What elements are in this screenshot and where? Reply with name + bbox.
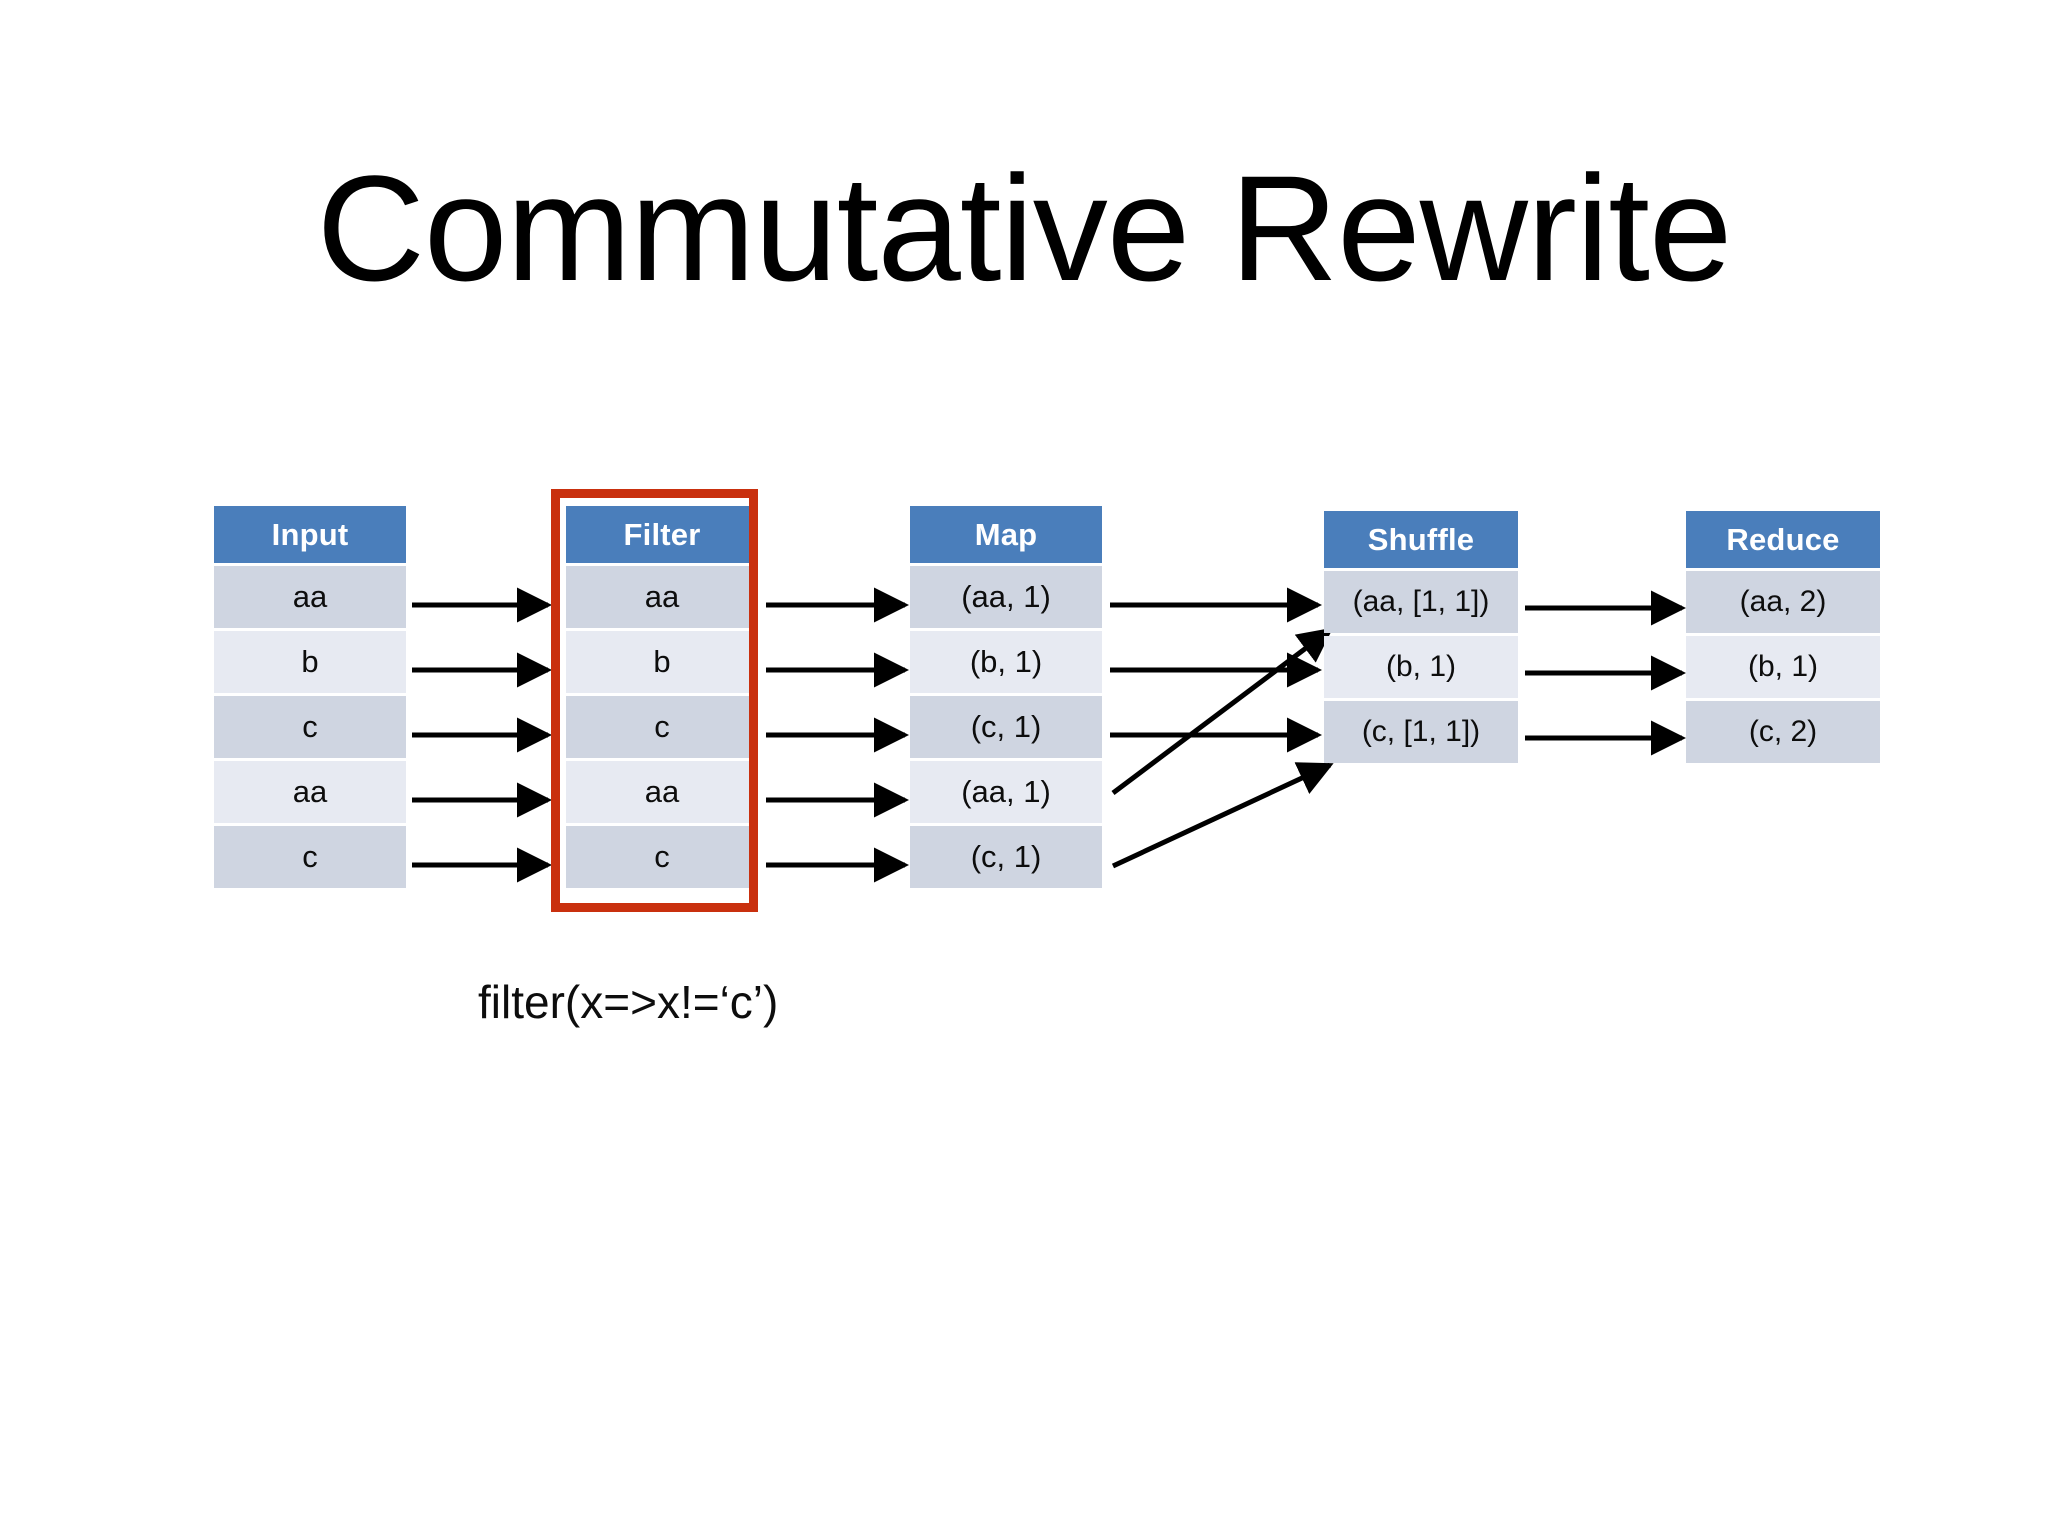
table-row: b (566, 631, 758, 693)
table-row: (aa, 2) (1686, 571, 1880, 633)
stage-table-reduce: Reduce (aa, 2) (b, 1) (c, 2) (1686, 511, 1880, 763)
table-row: aa (214, 761, 406, 823)
arrow-map-to-shuffle-3 (1111, 627, 1334, 795)
table-row: c (214, 696, 406, 758)
table-row: aa (214, 566, 406, 628)
table-row: (b, 1) (1324, 636, 1518, 698)
table-row: (b, 1) (1686, 636, 1880, 698)
table-row: c (214, 826, 406, 888)
stage-table-map: Map (aa, 1) (b, 1) (c, 1) (aa, 1) (c, 1) (910, 506, 1102, 888)
arrow-group-map-to-shuffle (1110, 587, 1334, 869)
table-row: b (214, 631, 406, 693)
stage-header-reduce: Reduce (1686, 511, 1880, 568)
stage-header-input: Input (214, 506, 406, 563)
stage-header-map: Map (910, 506, 1102, 563)
arrow-group-shuffle-to-reduce (1525, 590, 1687, 756)
arrow-group-input-to-filter (412, 587, 553, 883)
table-row: (aa, [1, 1]) (1324, 571, 1518, 633)
stage-table-input: Input aa b c aa c (214, 506, 406, 888)
table-row: (c, [1, 1]) (1324, 701, 1518, 763)
table-row: (c, 1) (910, 696, 1102, 758)
table-row: (b, 1) (910, 631, 1102, 693)
arrow-group-filter-to-map (766, 587, 910, 883)
arrow-map-to-shuffle-4 (1111, 762, 1334, 869)
stage-table-filter: Filter aa b c aa c (566, 506, 758, 888)
table-row: aa (566, 761, 758, 823)
table-row: c (566, 826, 758, 888)
filter-expression-caption: filter(x=>x!=‘c’) (478, 976, 779, 1028)
table-row: (aa, 1) (910, 566, 1102, 628)
stage-header-shuffle: Shuffle (1324, 511, 1518, 568)
table-row: c (566, 696, 758, 758)
table-row: (c, 1) (910, 826, 1102, 888)
table-row: (aa, 1) (910, 761, 1102, 823)
page-title: Commutative Rewrite (316, 144, 1733, 312)
table-row: (c, 2) (1686, 701, 1880, 763)
table-row: aa (566, 566, 758, 628)
filter-highlight-box (551, 489, 758, 912)
stage-header-filter: Filter (566, 506, 758, 563)
stage-table-shuffle: Shuffle (aa, [1, 1]) (b, 1) (c, [1, 1]) (1324, 511, 1518, 763)
